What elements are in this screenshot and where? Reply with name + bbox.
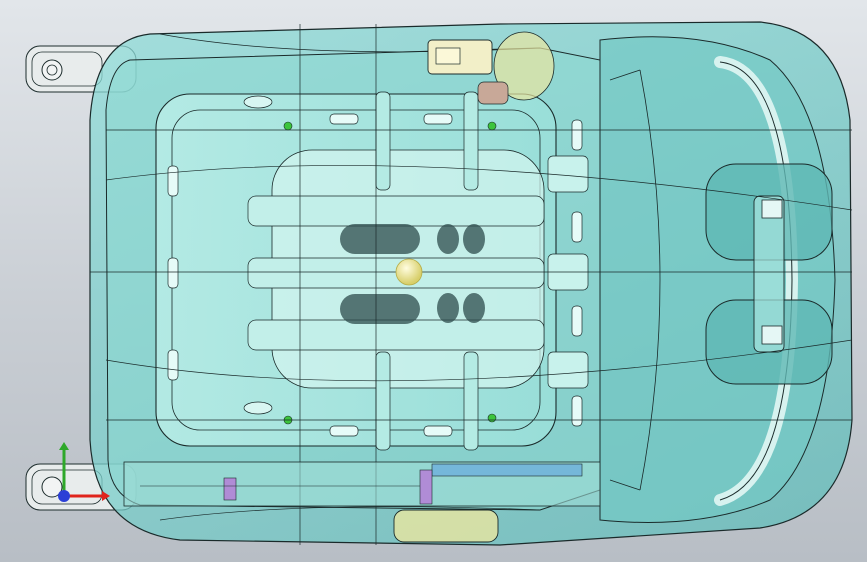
seat-pan <box>155 91 589 451</box>
z-axis-icon <box>58 490 70 502</box>
bottom-rail <box>123 461 601 543</box>
backrest-section <box>599 36 836 523</box>
coordinate-triad-icon <box>58 442 110 502</box>
wireframe-edges <box>90 24 853 545</box>
pivot-sphere <box>395 258 423 286</box>
latch-assembly <box>427 31 555 105</box>
